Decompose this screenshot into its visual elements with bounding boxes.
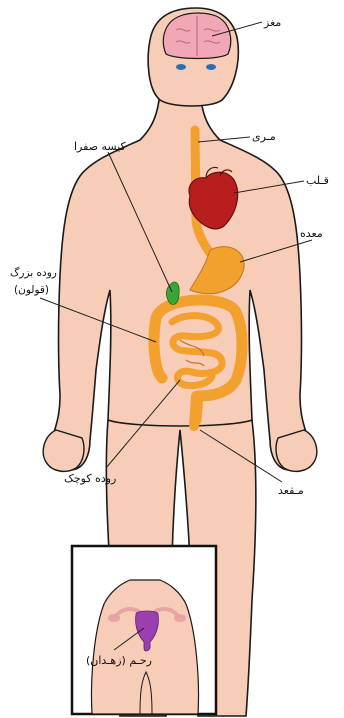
- label-gallbladder: کیسه صفرا: [74, 140, 127, 153]
- label-uterus: رحـم (زهـدان): [86, 654, 152, 667]
- label-small-intestine: روده کوچک: [64, 472, 116, 485]
- right-hand: [276, 430, 317, 471]
- label-large-intestine-2: (قولون): [14, 284, 49, 296]
- label-large-intestine-1: روده بزرگ: [10, 265, 57, 279]
- left-hand: [43, 430, 84, 471]
- inset-uterus: رحـم (زهـدان): [72, 546, 216, 714]
- label-anus: مـقعد: [278, 484, 304, 497]
- label-stomach: معده: [300, 227, 323, 240]
- label-heart: قـلب: [306, 174, 329, 187]
- rectum: [194, 396, 196, 426]
- label-esophagus: مـری: [252, 130, 276, 143]
- label-brain: مغز: [263, 16, 281, 29]
- right-eye: [206, 64, 216, 70]
- left-ovary: [108, 614, 120, 622]
- left-eye: [176, 64, 186, 70]
- right-ovary: [174, 614, 186, 622]
